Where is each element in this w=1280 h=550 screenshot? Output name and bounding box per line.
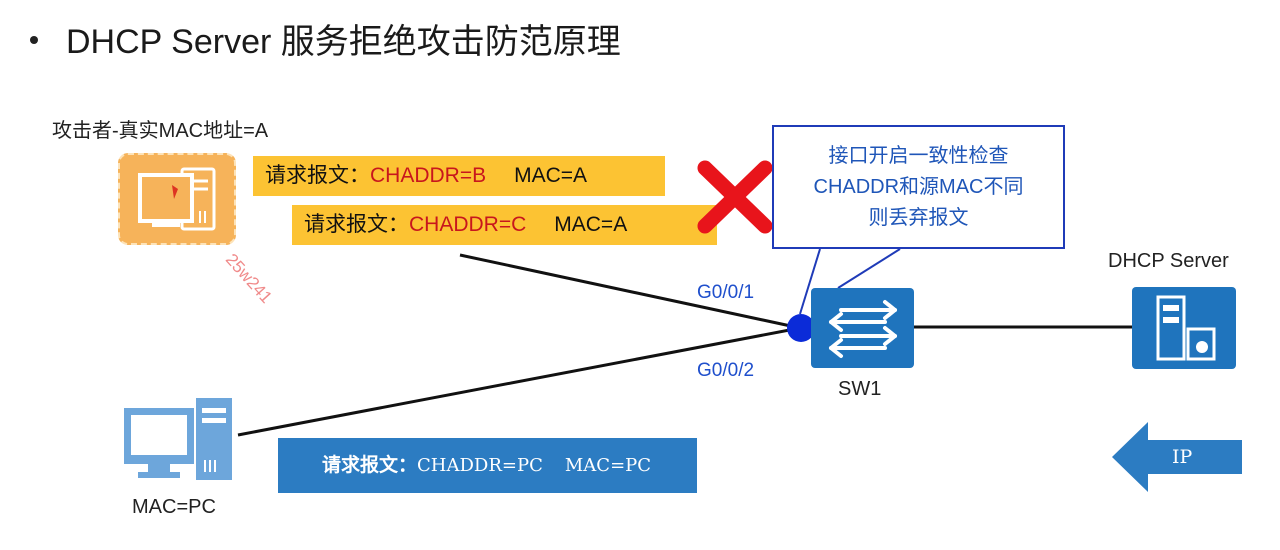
request-mac: MAC=A <box>514 164 588 187</box>
attack-request-c: 请求报文：CHADDR=C MAC=A <box>292 205 717 245</box>
server-drawing <box>1156 295 1216 361</box>
ip-arrow-icon: IP <box>1110 420 1244 494</box>
switch-icon <box>811 288 914 368</box>
consistency-check-callout: 接口开启一致性检查 CHADDR和源MAC不同 则丢弃报文 <box>772 125 1065 249</box>
pc-label: MAC=PC <box>132 496 216 518</box>
request-chaddr: CHADDR=C <box>409 213 527 236</box>
pc-request: 请求报文：CHADDR=PC MAC=PC <box>278 438 697 493</box>
attacker-label: 攻击者-真实MAC地址=A <box>52 120 269 142</box>
ip-arrow-label: IP <box>1172 446 1193 468</box>
callout-line: 接口开启一致性检查 <box>828 145 1009 167</box>
callout-line: CHADDR和源MAC不同 <box>813 176 1024 198</box>
interface-dot-icon <box>787 314 815 342</box>
request-chaddr: CHADDR=B <box>370 164 487 187</box>
switch-arrows-drawing <box>829 300 897 358</box>
switch-label: SW1 <box>838 378 882 400</box>
request-mac: MAC=A <box>554 213 628 236</box>
dhcp-server-icon <box>1132 287 1236 369</box>
request-mac: MAC=PC <box>564 455 652 476</box>
attacker-computer-drawing <box>138 167 216 231</box>
callout-pointer-left <box>799 248 821 315</box>
attacker-computer-icon <box>118 153 236 245</box>
request-prefix: 请求报文： <box>304 213 409 236</box>
server-label: DHCP Server <box>1108 250 1229 272</box>
link-attacker-sw1 <box>459 253 801 330</box>
callout-line: 则丢弃报文 <box>868 207 969 229</box>
reject-cross-icon <box>697 160 773 234</box>
ip-arrow-drawing <box>1112 422 1242 492</box>
page-title: DHCP Server 服务拒绝攻击防范原理 <box>30 14 621 63</box>
bullet-icon <box>30 36 38 45</box>
request-chaddr: CHADDR=PC <box>417 455 543 476</box>
link-pc-sw1 <box>237 326 801 437</box>
attack-request-b: 请求报文：CHADDR=B MAC=A <box>253 156 665 196</box>
request-prefix: 请求报文： <box>265 164 370 187</box>
page-title-text: DHCP Server 服务拒绝攻击防范原理 <box>66 23 621 61</box>
port-label-g1: G0/0/1 <box>697 282 755 303</box>
pc-drawing <box>124 398 232 480</box>
pc-computer-icon <box>122 396 238 484</box>
request-prefix: 请求报文： <box>322 455 418 476</box>
port-label-g2: G0/0/2 <box>697 360 755 381</box>
callout-pointer-right <box>837 248 901 289</box>
